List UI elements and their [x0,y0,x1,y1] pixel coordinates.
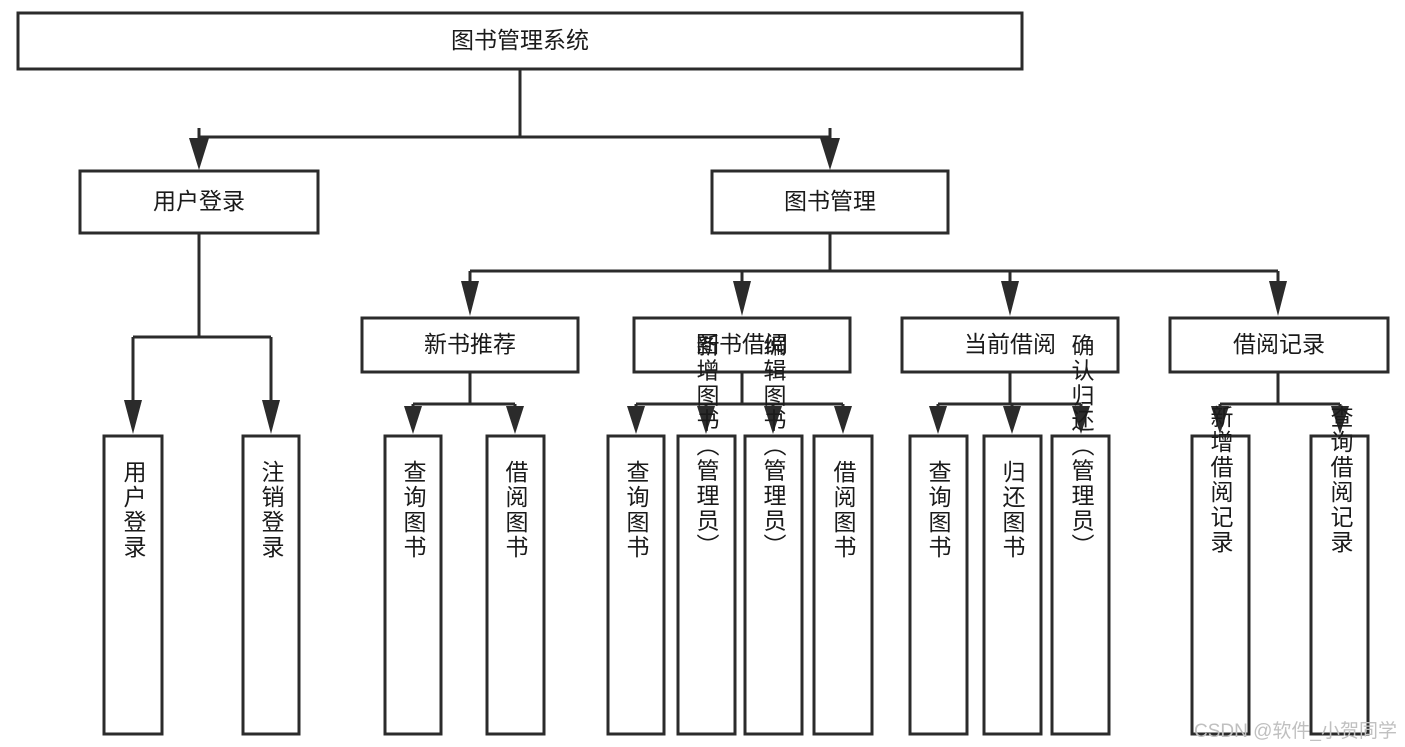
node-leaf-borrow-book-rec-label: 借阅图书 [502,460,529,560]
node-leaf-query-book-rec[interactable]: 查询图书 [383,434,443,736]
node-leaf-add-book-admin-label: 新增图书（管理员） [693,334,720,559]
node-root-box[interactable] [16,11,1024,71]
node-leaf-query-borrow-record[interactable]: 查询借阅记录 [1309,405,1370,736]
node-leaf-query-book-borrow[interactable]: 查询图书 [606,434,666,736]
arrow-head-borrow-record [1269,281,1287,316]
node-leaf-return-book-label: 归还图书 [999,460,1026,560]
arrow-head-book-manage [820,138,840,170]
node-leaf-query-borrow-record-label: 查询借阅记录 [1327,405,1354,555]
arrow-head-user-login [189,138,209,170]
csdn-watermark: CSDN @软件_小贺同学 [1194,721,1397,742]
node-leaf-add-borrow-record-box[interactable] [1190,434,1251,736]
node-leaf-add-borrow-record-label: 新增借阅记录 [1207,405,1234,555]
node-borrow-record[interactable]: 借阅记录 [1168,316,1390,374]
node-new-book-recommend-box[interactable] [360,316,580,374]
node-current-borrow-label: 当前借阅 [964,331,1056,357]
node-leaf-add-borrow-record[interactable]: 新增借阅记录 [1190,405,1251,736]
node-leaf-edit-book-admin-box[interactable] [743,434,804,736]
node-leaf-query-book-current-label: 查询图书 [925,460,952,560]
node-current-borrow-box[interactable] [900,316,1120,374]
arrow-head-leaf-query-book-borrow [627,406,645,434]
arrow-head-book-borrow [733,281,751,316]
node-leaf-query-book-borrow-label: 查询图书 [623,460,650,560]
node-leaf-logout-box[interactable] [241,434,301,736]
node-new-book-recommend[interactable]: 新书推荐 [360,316,580,374]
node-leaf-user-login[interactable]: 用户登录 [102,434,164,736]
node-leaf-edit-book-admin[interactable]: 编辑图书（管理员） [743,334,804,736]
node-borrow-record-box[interactable] [1168,316,1390,374]
node-book-manage-box[interactable] [710,169,950,235]
node-leaf-query-book-rec-label: 查询图书 [400,460,427,560]
connector-layer [124,69,1349,434]
node-user-login-box[interactable] [78,169,320,235]
node-leaf-query-book-current[interactable]: 查询图书 [908,434,969,736]
node-book-manage[interactable]: 图书管理 [710,169,950,235]
node-new-book-recommend-label: 新书推荐 [424,331,516,357]
node-leaf-borrow-book-rec-box[interactable] [485,434,546,736]
arrow-head-leaf-return-book [1003,406,1021,434]
node-leaf-query-book-current-box[interactable] [908,434,969,736]
node-book-manage-label: 图书管理 [784,188,876,214]
node-leaf-borrow-book-rec[interactable]: 借阅图书 [485,434,546,736]
node-book-borrow-box[interactable] [632,316,852,374]
node-leaf-return-book[interactable]: 归还图书 [982,434,1043,736]
arrow-head-leaf-borrow-book [834,406,852,434]
node-leaf-query-borrow-record-box[interactable] [1309,434,1370,736]
arrow-head-leaf-query-book-rec [404,406,422,434]
node-leaf-query-book-rec-box[interactable] [383,434,443,736]
node-leaf-borrow-book-label: 借阅图书 [830,460,857,560]
node-leaf-borrow-book[interactable]: 借阅图书 [812,434,874,736]
node-leaf-return-book-box[interactable] [982,434,1043,736]
arrow-head-leaf-confirm-return-admin [1072,406,1090,434]
node-book-borrow-label: 图书借阅 [696,331,788,357]
arrow-head-leaf-borrow-book-rec [506,406,524,434]
node-leaf-logout-label: 注销登录 [258,460,285,560]
arrow-head-leaf-query-borrow-record [1331,406,1349,434]
node-leaf-edit-book-admin-label: 编辑图书（管理员） [760,334,787,559]
arrow-head-leaf-add-borrow-record [1211,406,1229,434]
node-user-login-label: 用户登录 [153,188,245,214]
node-leaf-user-login-label: 用户登录 [120,460,147,560]
node-leaf-borrow-book-box[interactable] [812,434,874,736]
arrow-head-leaf-query-book-current [929,406,947,434]
node-leaf-user-login-box[interactable] [102,434,164,736]
node-leaf-confirm-return-admin-box[interactable] [1050,434,1111,736]
node-leaf-logout[interactable]: 注销登录 [241,434,301,736]
arrow-head-leaf-user-login [124,400,142,434]
arrow-head-leaf-edit-book-admin [764,406,782,434]
arrow-head-leaf-logout [262,400,280,434]
arrow-head-leaf-add-book-admin [697,406,715,434]
node-root-label: 图书管理系统 [451,27,589,53]
node-user-login[interactable]: 用户登录 [78,169,320,235]
node-borrow-record-label: 借阅记录 [1233,331,1325,357]
node-leaf-confirm-return-admin-label: 确认归还（管理员） [1068,334,1095,559]
node-root[interactable]: 图书管理系统 [16,11,1024,71]
node-leaf-add-book-admin-box[interactable] [676,434,737,736]
node-leaf-query-book-borrow-box[interactable] [606,434,666,736]
arrow-head-new-book-recommend [461,281,479,316]
node-leaf-add-book-admin[interactable]: 新增图书（管理员） [676,334,737,736]
node-book-borrow[interactable]: 图书借阅 [632,316,852,374]
node-current-borrow[interactable]: 当前借阅 [900,316,1120,374]
arrow-head-current-borrow [1001,281,1019,316]
node-leaf-confirm-return-admin[interactable]: 确认归还（管理员） [1050,334,1111,736]
